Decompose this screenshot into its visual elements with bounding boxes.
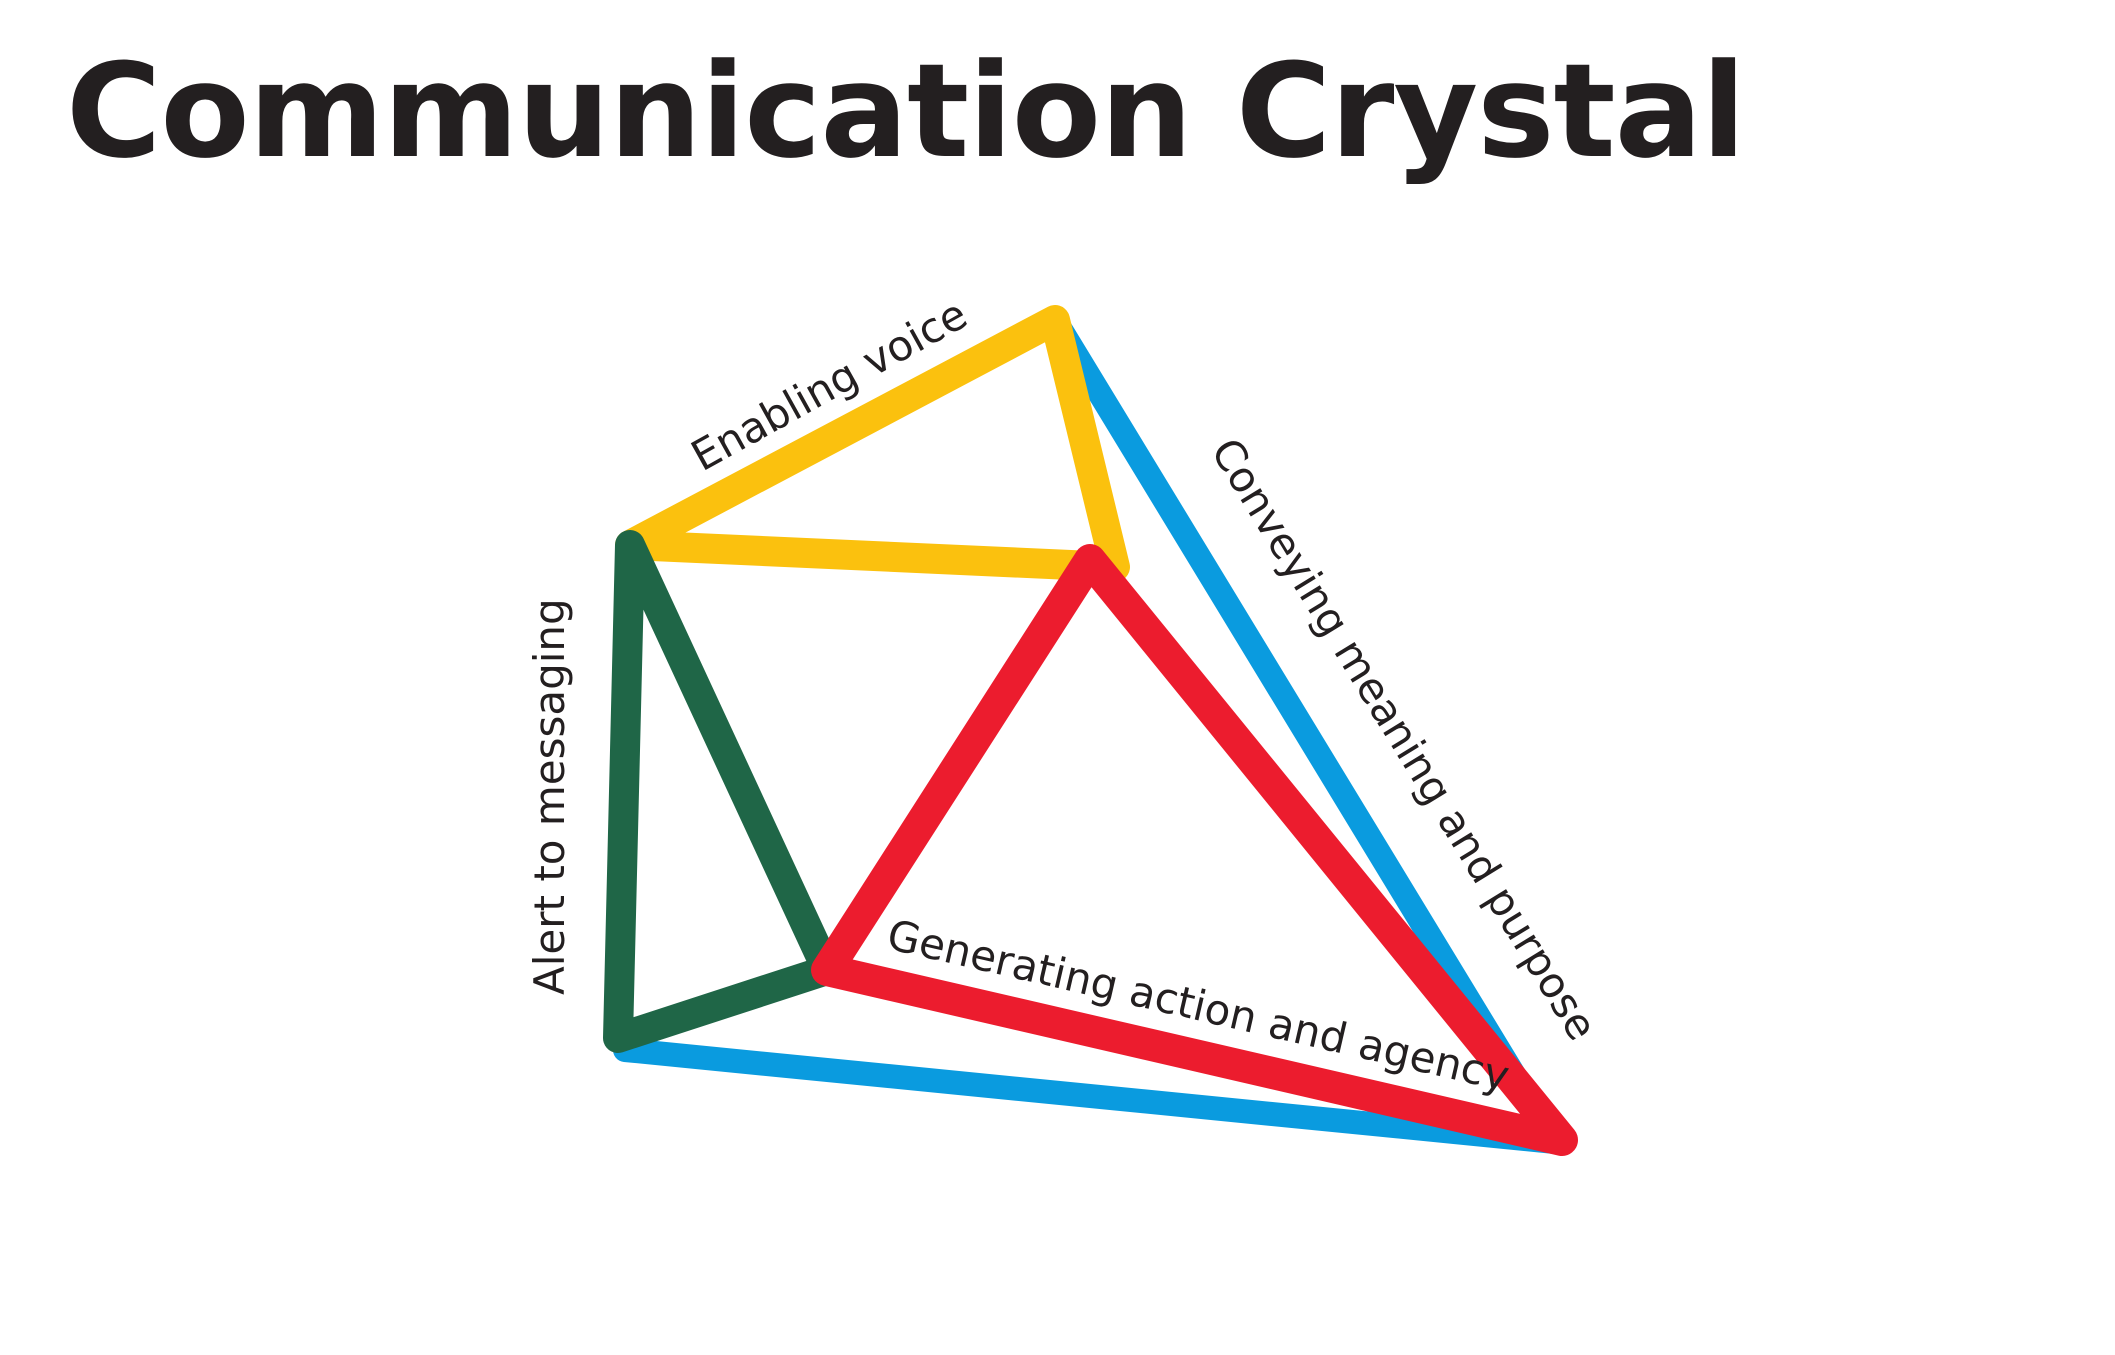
red-triangle-generating-action [811,544,1578,1156]
label-alert-to-messaging: Alert to messaging [525,598,574,995]
page-title: Communication Crystal [66,35,1746,187]
yellow-triangle-enabling-voice [615,305,1130,582]
green-triangle-alert-to-messaging [603,530,842,1053]
